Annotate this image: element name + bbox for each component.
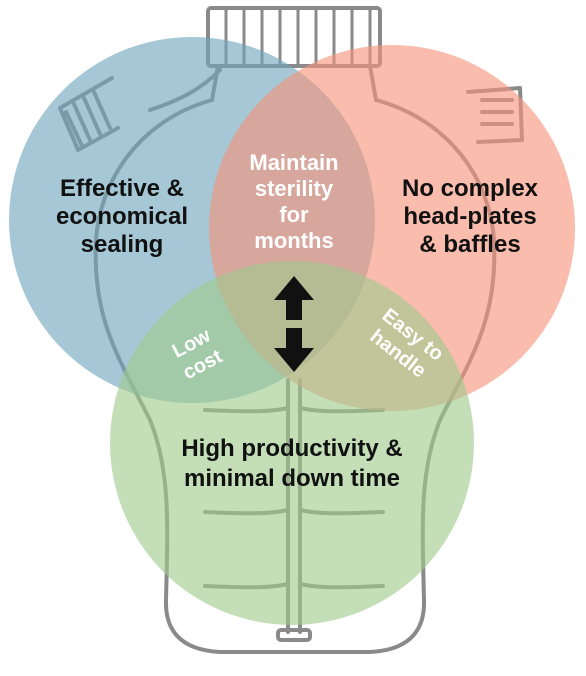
red-label-2: head-plates: [403, 203, 536, 230]
green-label-2: minimal down time: [184, 465, 400, 492]
blue-label-3: sealing: [81, 231, 164, 258]
green-label-1: High productivity &: [181, 435, 402, 462]
center-label-1: Maintain: [249, 150, 338, 175]
green-circle: [110, 261, 474, 625]
center-label-4: months: [254, 228, 333, 253]
arrow-up-icon: [274, 276, 314, 320]
red-label-3: & baffles: [419, 231, 520, 258]
blue-label-1: Effective &: [60, 175, 184, 202]
center-label-3: for: [279, 202, 309, 227]
blue-label-2: economical: [56, 203, 188, 230]
red-label-1: No complex: [402, 175, 539, 202]
center-label-2: sterility: [255, 176, 334, 201]
low-cost-label: Low cost: [169, 324, 227, 384]
arrow-down-icon: [274, 328, 314, 372]
